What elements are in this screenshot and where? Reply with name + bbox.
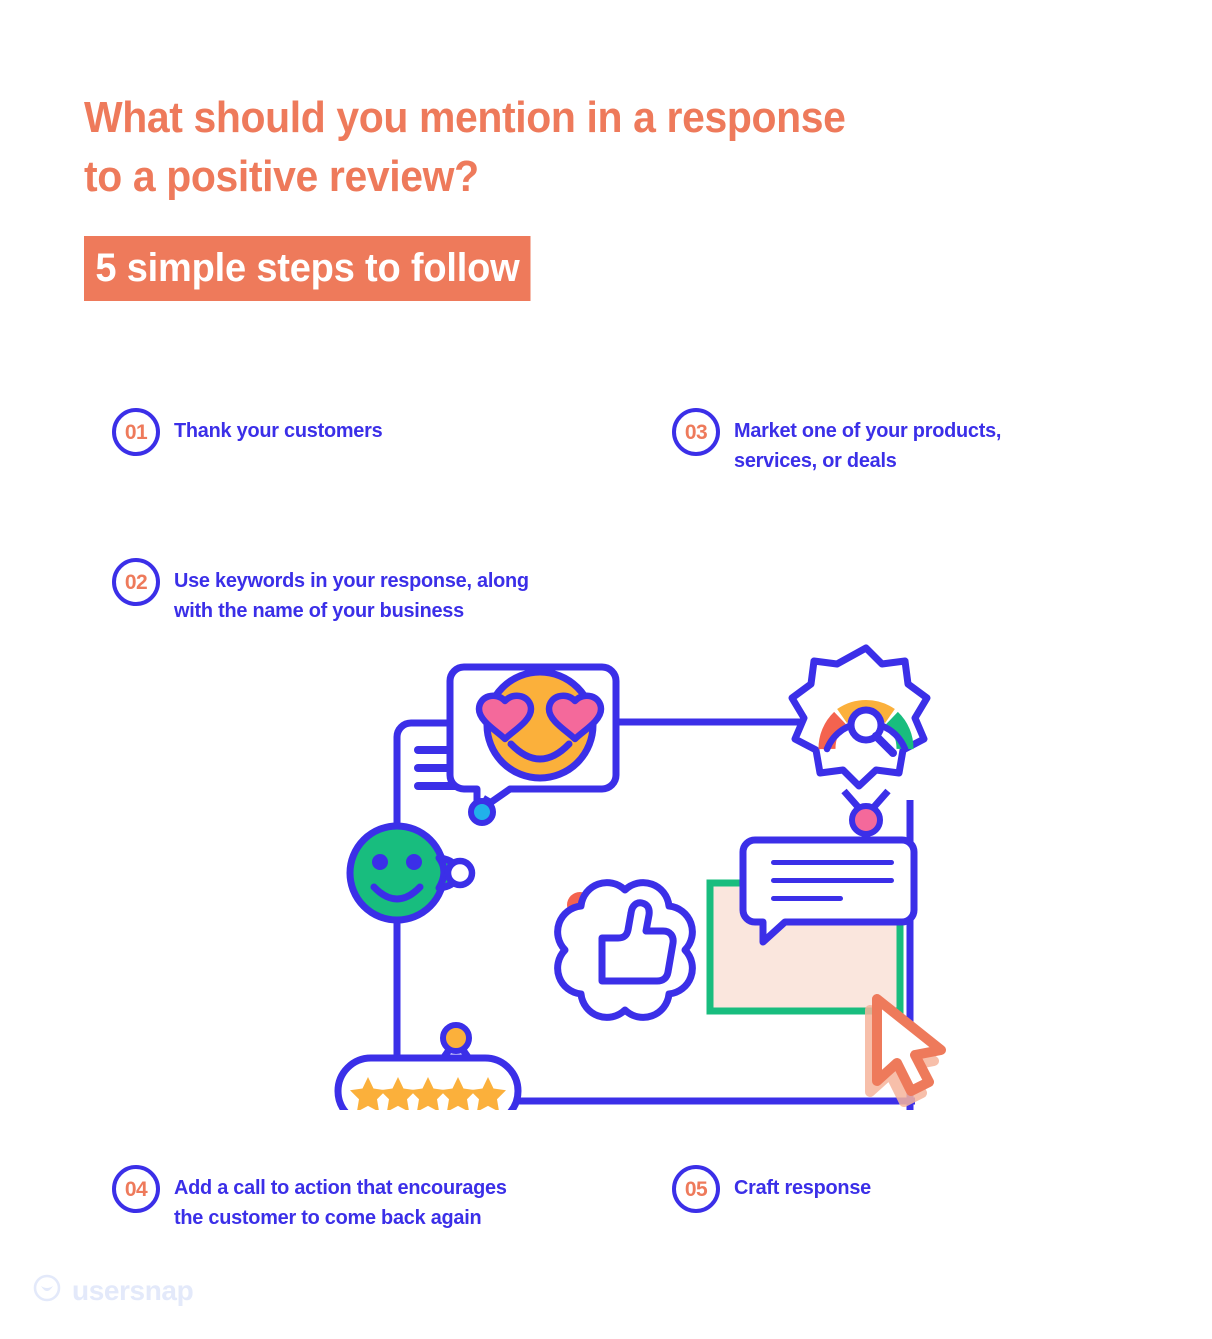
step-number-badge: 03 [672,408,720,456]
step-label: Use keywords in your response, along wit… [174,569,529,622]
step-label: Thank your customers [174,419,383,442]
step-number-badge: 04 [112,1165,160,1213]
star-1 [350,1077,386,1110]
green-smiley-icon [346,822,476,924]
smiley-ring-icon [444,857,476,889]
heart-eye-left-icon [475,692,535,743]
step-label: Add a call to action that encourages the… [174,1176,507,1229]
star-2 [380,1077,416,1110]
step-number-badge: 02 [112,558,160,606]
comment-line-2 [771,878,894,883]
step-item-04: 04 Add a call to action that encourages … [112,1165,642,1233]
step-number-badge: 01 [112,408,160,456]
header: What should you mention in a response to… [84,88,1084,301]
thumbs-up-cloud-icon [554,879,696,1021]
gauge-needle [872,732,897,757]
star-5 [470,1077,506,1110]
step-label: Market one of your products, services, o… [734,419,1002,472]
brand-logo: usersnap [33,1274,194,1307]
smiley-eye-right [406,854,422,870]
step-item-03: 03 Market one of your products, services… [672,408,1102,476]
comment-line-3 [771,896,843,901]
star-4 [440,1077,476,1110]
cursor-body [872,994,946,1096]
smiley-circle-icon [33,1274,61,1307]
five-star-rating-pill [334,1022,522,1110]
heart-eye-right-icon [545,692,605,743]
gauge-hub [847,706,885,744]
feedback-flow-illustration [330,640,960,1110]
cyan-dot-icon [468,798,496,826]
smiley-mouth [370,883,424,903]
step-item-02: 02 Use keywords in your response, along … [112,558,540,626]
gauge-badge-icon [788,644,931,837]
star-3 [410,1077,446,1110]
comment-line-1 [771,860,894,865]
emoji-smile [507,740,573,763]
subhead-banner: 5 simple steps to follow [84,236,531,301]
heart-eyes-emoji-bubble [446,663,620,826]
step-item-01: 01 Thank your customers [112,408,389,456]
page-title: What should you mention in a response to… [84,93,846,201]
step-item-05: 05 Craft response [672,1165,875,1213]
star-group [350,1077,506,1110]
pink-dot-icon [849,803,883,837]
comment-bubble-icon [739,836,918,946]
subhead-wrapper: 5 simple steps to follow [84,236,554,301]
cursor-arrow-icon [865,994,946,1107]
brand-name: usersnap [72,1274,194,1306]
step-label: Craft response [734,1176,871,1199]
smiley-eye-left [372,854,388,870]
step-number-badge: 05 [672,1165,720,1213]
amber-dot-icon [440,1022,472,1054]
thumb-shape [598,899,677,985]
